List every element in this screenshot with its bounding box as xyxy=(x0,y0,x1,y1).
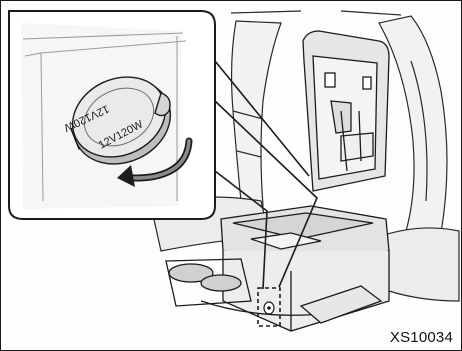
figure-code: XS10034 xyxy=(390,329,453,346)
armrest-lid xyxy=(303,31,389,191)
